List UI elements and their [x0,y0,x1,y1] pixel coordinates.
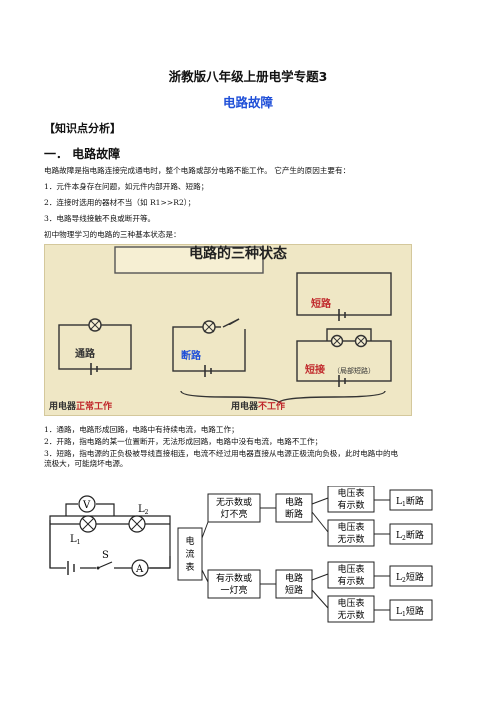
short-branch-text: 短路 [285,584,303,596]
no-reading-text: 无示数或 [216,496,252,508]
state-line: 流极大，可能烧坏电源。 [44,459,128,468]
label-broken-circuit: 断路 [181,349,202,362]
has-reading-text: 有示数或 [216,572,252,584]
abnormal-emph: 不工作 [258,400,285,412]
normal-prefix: 用电器 [48,400,77,412]
label-partial-short: 短接 [305,363,325,376]
section-heading: 一． 电路故障 [44,147,121,161]
v-has-text: 电压表 [337,563,364,575]
intro-line: 初中物理学习的电路的三种基本状态是： [44,230,181,239]
fault-diagram: V L1 L2 S A [44,486,444,692]
result-l1-short: L1短路 [396,605,424,618]
v-none-text: 电压表 [337,597,364,609]
label-partial-note: （局部短路） [333,366,375,375]
intro-line: 电路故障是指电路连接完成通电时，整个电路或部分电路不能工作。 它产生的原因主要有… [44,166,351,175]
v-none-text: 无示数 [337,609,364,621]
v-has-text: 有示数 [337,575,364,587]
label-short-circuit: 短路 [311,297,332,310]
voltmeter-label: V [82,500,91,511]
short-branch-text: 电路 [285,572,303,584]
figure-title: 电路的三种状态 [189,245,287,262]
ammeter-label: A [135,564,144,575]
result-l2-short: L2短路 [396,571,424,584]
intro-line: 3．电路导线接触不良或断开等。 [44,214,156,223]
svg-text:用电器正常工作: 用电器正常工作 [48,400,112,412]
ammeter-box-text: 表 [185,561,194,573]
v-has-text: 有示数 [337,499,364,511]
result-l2-open: L2断路 [396,529,424,542]
has-reading-text: 一灯亮 [220,584,247,596]
lamp1-label: L1 [70,534,80,546]
switch-label: S [102,550,109,561]
page-subtitle: 电路故障 [222,95,273,110]
open-branch-text: 断路 [285,508,303,520]
ammeter-box-text: 流 [185,548,194,560]
open-branch-text: 电路 [285,496,303,508]
intro-line: 1．元件本身存在问题，如元件内部开路、短路； [44,182,209,191]
abnormal-prefix: 用电器 [230,400,259,412]
normal-emph: 正常工作 [76,400,112,412]
ammeter-box-text: 电 [185,535,194,547]
page-title: 浙教版八年级上册电学专题3 [168,69,328,84]
no-reading-text: 灯不亮 [220,508,247,520]
v-none-text: 无示数 [337,533,364,545]
v-has-text: 电压表 [337,487,364,499]
states-list: 1．通路，电路形成回路，电路中有持续电流，电路工作； 2．开路，指电路的某一位置… [44,425,398,469]
lamp2-label: L2 [138,504,149,516]
intro-paragraph: 电路故障是指电路连接完成通电时，整个电路或部分电路不能工作。 它产生的原因主要有… [44,166,350,240]
result-l1-open: L1断路 [396,495,424,508]
intro-line: 2．连接时选用的器材不当（如 R1>>R2）； [44,198,196,207]
circuit-states-figure: 电路的三种状态 通路 断路 短路 短接 （局部短路） 用电器正常工作 用电器不工… [44,244,412,416]
v-none-text: 电压表 [337,521,364,533]
label-open-circuit: 通路 [75,347,96,360]
state-line: 2．开路，指电路的某一位置断开，无法形成回路，电路中没有电流，电路不工作； [44,437,323,446]
state-line: 3．短路，指电源的正负极被导线直接相连，电流不经过用电器直接从电源正极流向负极，… [44,449,399,458]
svg-text:用电器不工作: 用电器不工作 [230,400,285,412]
state-line: 1．通路，电路形成回路，电路中有持续电流，电路工作； [44,425,239,434]
section-label: 【知识点分析】 [44,122,121,135]
